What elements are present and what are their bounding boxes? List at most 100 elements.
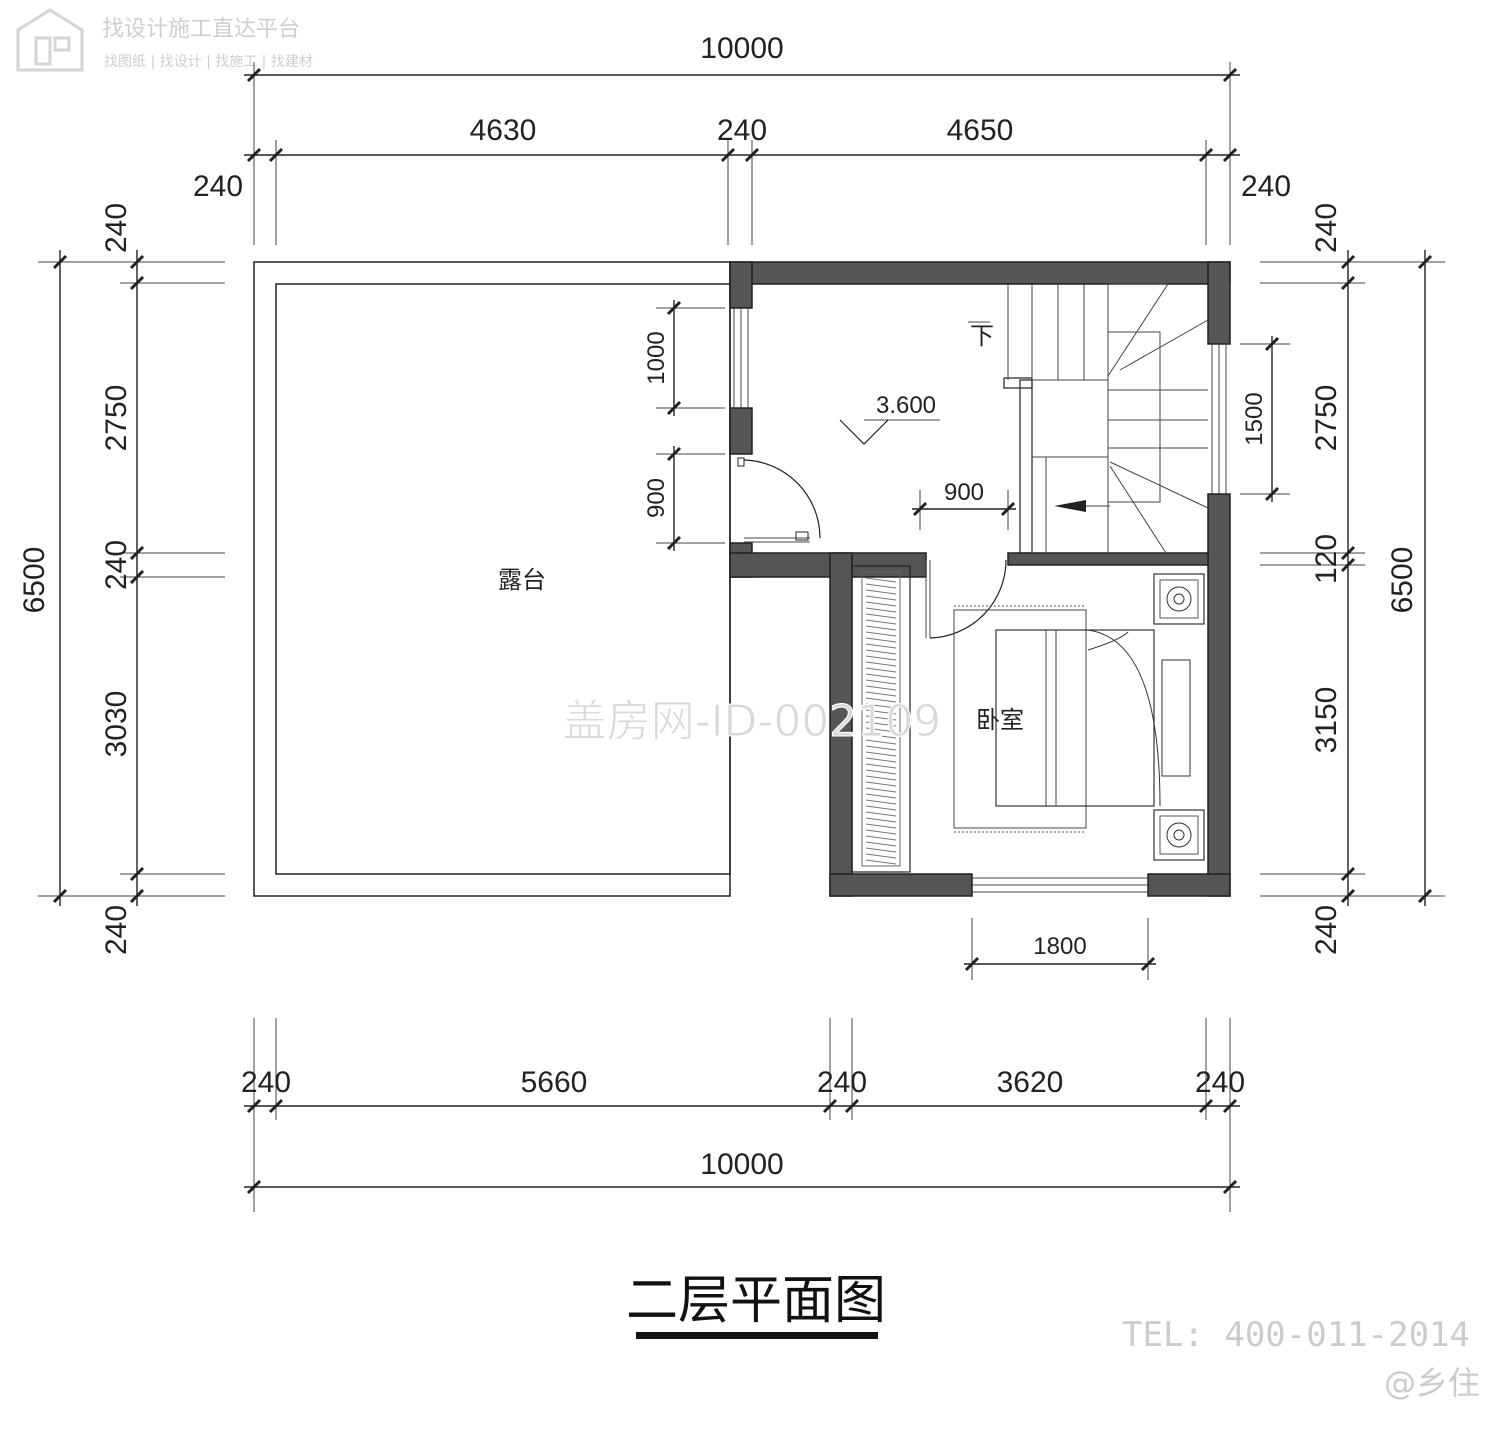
- dim-window-left: 1000: [643, 331, 670, 384]
- dim-left-top: 240: [100, 203, 133, 253]
- wardrobe-hanger-line: [865, 739, 897, 745]
- dim-right-top: 240: [1310, 203, 1343, 253]
- dim-left-bottom: 240: [100, 905, 133, 955]
- wardrobe-hanger-line: [865, 745, 897, 751]
- opening-dimensions: 1000 900 1500 900 1800: [643, 300, 1290, 980]
- wardrobe-hanger-line: [865, 613, 897, 619]
- dim-door-left: 900: [643, 478, 670, 518]
- dim-top-right: 4650: [947, 114, 1014, 147]
- dim-bedroom-window: 1800: [1033, 933, 1086, 960]
- wardrobe-hanger-line: [865, 703, 897, 709]
- wardrobe-hanger-line: [865, 847, 897, 853]
- brand-line-1: 找设计施工直达平台: [102, 17, 300, 42]
- dim-top-mid: 240: [717, 114, 767, 147]
- terrace-label: 露台: [498, 566, 546, 594]
- wardrobe-hanger-line: [865, 577, 897, 583]
- wardrobe-hanger-line: [865, 583, 897, 589]
- wardrobe-hanger-line: [865, 805, 897, 811]
- plan-title: 二层平面图: [626, 1271, 886, 1331]
- right-dimensions: 6500 240 2750 120 3150 240: [1260, 203, 1445, 955]
- wardrobe-hanger-line: [865, 763, 897, 769]
- wardrobe-hanger-line: [865, 859, 897, 865]
- wardrobe-hanger-line: [865, 667, 897, 673]
- watermark-signature: @乡住: [1384, 1364, 1480, 1402]
- wardrobe-hanger-line: [865, 685, 897, 691]
- dim-top-left: 4630: [470, 114, 537, 147]
- windows: [733, 308, 1227, 893]
- dim-right-upper: 2750: [1310, 385, 1343, 452]
- wardrobe-hanger-line: [865, 757, 897, 763]
- nightstands: [1153, 573, 1205, 861]
- level-text: 3.600: [876, 392, 936, 419]
- wardrobe-hanger-line: [865, 709, 897, 715]
- watermark-id: 盖房网-ID-002109: [563, 696, 942, 747]
- dim-bottom-d: 3620: [997, 1066, 1064, 1099]
- wardrobe-hanger-line: [865, 733, 897, 739]
- brand-line-2: 找图纸 | 找设计 | 找施工 | 找建材: [104, 54, 313, 70]
- wardrobe-hanger-line: [865, 841, 897, 847]
- dim-bottom-a: 240: [241, 1066, 291, 1099]
- wardrobe-hanger-line: [865, 625, 897, 631]
- wardrobe-hanger-line: [865, 835, 897, 841]
- dim-bottom-total: 10000: [700, 1148, 783, 1181]
- wardrobe-hanger-line: [865, 601, 897, 607]
- bed: [953, 605, 1191, 833]
- dim-bottom-c: 240: [817, 1066, 867, 1099]
- wardrobe-hanger-line: [865, 853, 897, 859]
- wardrobe-hanger-line: [865, 589, 897, 595]
- dim-top-outer-left: 240: [193, 170, 243, 203]
- wardrobe-hanger-line: [865, 811, 897, 817]
- wardrobe-hanger-line: [865, 787, 897, 793]
- bottom-dimensions: 240 5660 240 3620 240 10000: [241, 1018, 1245, 1212]
- wardrobe-hanger-line: [865, 649, 897, 655]
- wardrobe-hanger-line: [865, 721, 897, 727]
- dim-top-total: 10000: [700, 32, 783, 65]
- brand-logo: 找设计施工直达平台 找图纸 | 找设计 | 找施工 | 找建材: [16, 8, 313, 72]
- wardrobe-hanger-line: [865, 799, 897, 805]
- wardrobe-hanger-line: [865, 673, 897, 679]
- wardrobe-hanger-line: [865, 607, 897, 613]
- wardrobe-hanger-line: [865, 829, 897, 835]
- dim-right-bottom: 240: [1310, 905, 1343, 955]
- dim-bottom-e: 240: [1195, 1066, 1245, 1099]
- wardrobe-hanger-line: [865, 781, 897, 787]
- left-dimensions: 6500 240 2750 240 3030 240: [18, 203, 225, 955]
- wardrobe-hanger-line: [865, 751, 897, 757]
- wardrobe-hanger-line: [865, 691, 897, 697]
- wardrobe-hanger-line: [865, 769, 897, 775]
- bedroom-label: 卧室: [976, 706, 1024, 734]
- dim-door-inner: 900: [944, 479, 984, 506]
- wardrobe-hanger-line: [865, 631, 897, 637]
- dim-right-total: 6500: [1386, 547, 1419, 614]
- wardrobe-hanger-line: [865, 595, 897, 601]
- terrace: 露台: [253, 261, 731, 897]
- walls: [729, 261, 1231, 897]
- dim-stair-window: 1500: [1241, 392, 1268, 445]
- dim-left-upper: 2750: [100, 385, 133, 452]
- dim-left-mid: 240: [100, 540, 133, 590]
- wardrobe-hanger-line: [865, 637, 897, 643]
- wardrobe-hanger-line: [865, 823, 897, 829]
- level-mark: 3.600: [839, 392, 940, 445]
- stair-down-label: 下: [970, 322, 994, 350]
- dim-top-outer-right: 240: [1241, 170, 1291, 203]
- wardrobe-hanger-line: [865, 619, 897, 625]
- wardrobe-hanger-line: [865, 697, 897, 703]
- wardrobe-hanger-line: [865, 655, 897, 661]
- wardrobe-hanger-line: [865, 715, 897, 721]
- wardrobe-hanger-line: [865, 661, 897, 667]
- dim-left-total: 6500: [18, 547, 51, 614]
- wardrobe: [851, 565, 911, 873]
- watermark-tel: TEL: 400-011-2014: [1122, 1315, 1470, 1355]
- top-dimensions: 10000 4630 240 4650 240 240: [193, 32, 1291, 245]
- staircase: 下: [968, 283, 1209, 554]
- wardrobe-hanger-line: [865, 727, 897, 733]
- dim-left-lower: 3030: [100, 691, 133, 758]
- title-underline: [636, 1332, 878, 1339]
- wardrobe-hanger-line: [865, 643, 897, 649]
- doors: [737, 457, 1007, 639]
- wardrobe-hanger-line: [865, 775, 897, 781]
- dim-right-mid: 120: [1310, 534, 1343, 584]
- wardrobe-hanger-line: [865, 679, 897, 685]
